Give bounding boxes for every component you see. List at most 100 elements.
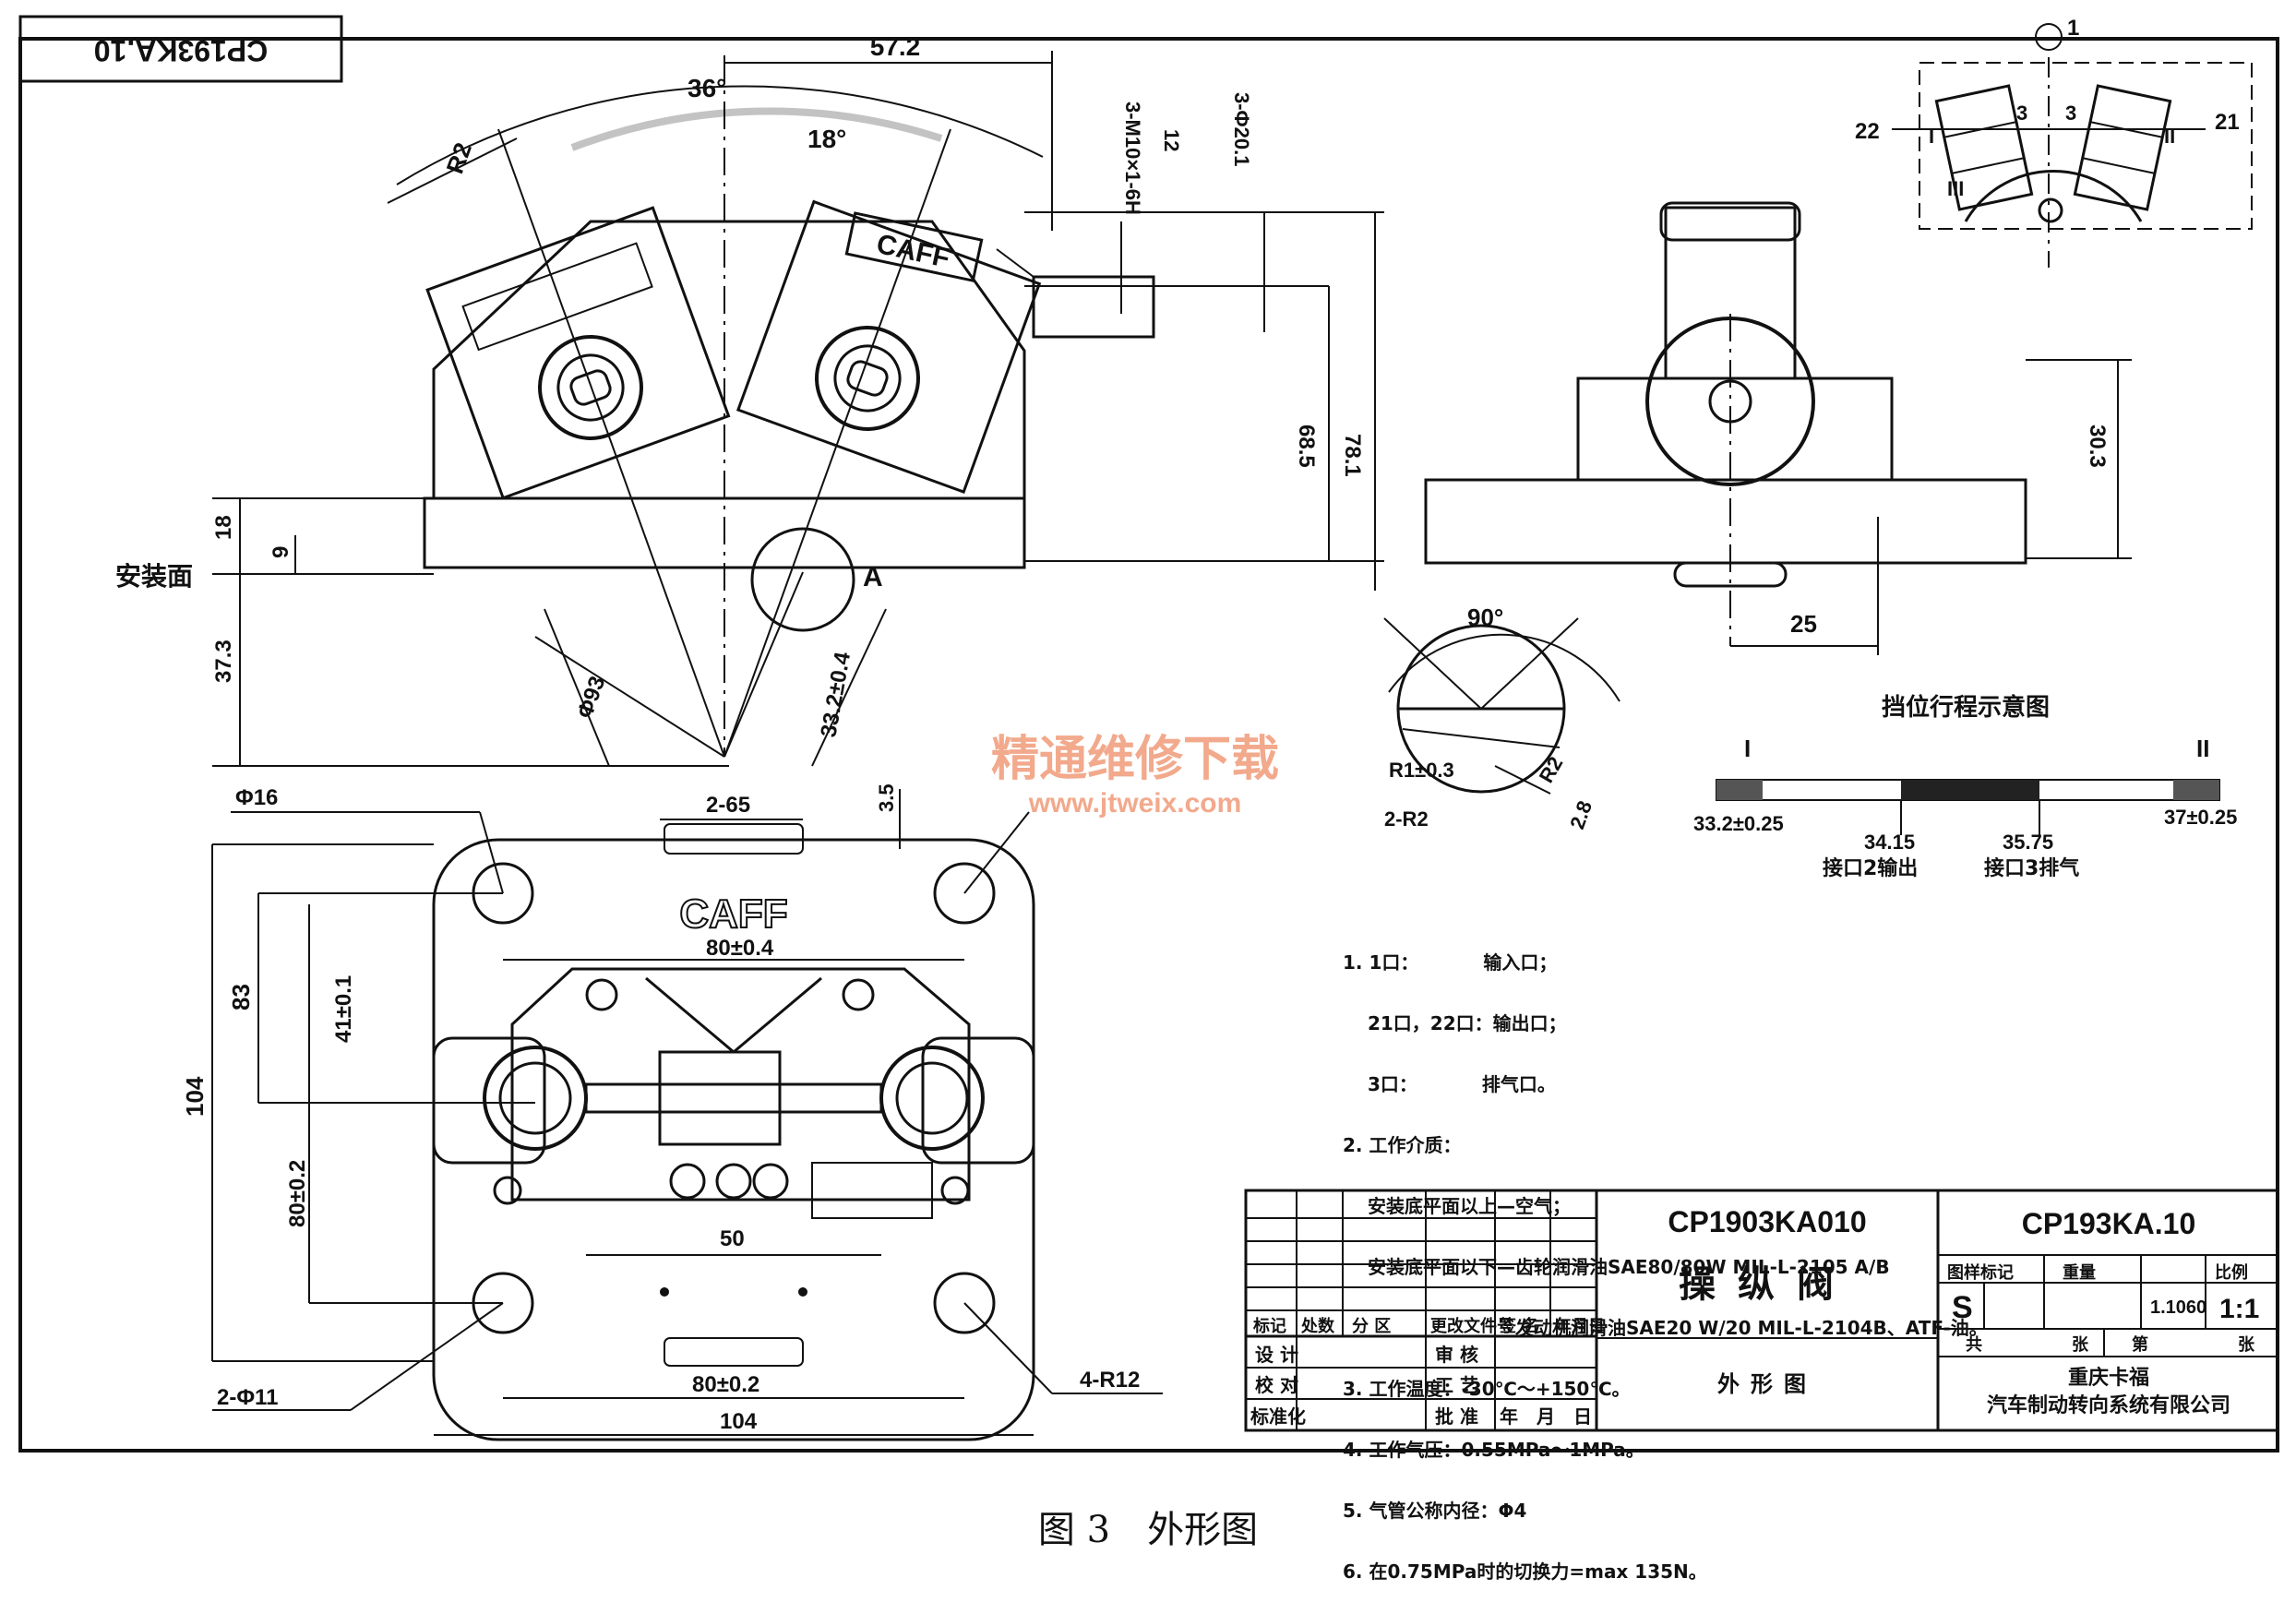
tb-company1: 重庆卡福 [2068, 1366, 2149, 1390]
radii-label: 4-R12 [1080, 1368, 1140, 1393]
stroke-right-value: 37±0.25 [2164, 806, 2237, 829]
tb-company2: 汽车制动转向系统有限公司 [1987, 1393, 2230, 1417]
drawing-border [18, 37, 2279, 1453]
holes-label: 2-Φ11 [217, 1385, 278, 1410]
technical-notes: 1. 1口： 输入口； 21口，22口：输出口； 3口： 排气口。 2. 工作介… [1343, 912, 2266, 1602]
mount-face-label: 安装面 [115, 561, 193, 592]
tb-page2: 张 [2238, 1335, 2255, 1355]
tb-date: 年 月 日 [1500, 1405, 1592, 1428]
tb-sheet: 共 [1966, 1335, 1982, 1355]
tb-hdr-weight: 重量 [2063, 1262, 2096, 1283]
bore-label: Φ16 [235, 785, 278, 810]
detail-a-marker [750, 527, 855, 632]
h-37-3-label: 37.3 [211, 640, 236, 683]
w-80-bot-label: 80±0.2 [692, 1372, 759, 1397]
rev-hdr-zone: 分 区 [1352, 1317, 1391, 1336]
detail-a-r1: R1±0.3 [1389, 759, 1454, 782]
top-view: CAFF A 36° 18° 57.2 R2 3-M10×1-6H 12 3-Φ… [115, 32, 1384, 767]
tb-part-no: CP1903KA010 [1668, 1205, 1866, 1238]
thread-label: 3-M10×1-6H [1121, 102, 1144, 215]
bottom-view-caff-label: CAFF [679, 891, 787, 937]
h-41-label: 41±0.1 [331, 975, 356, 1043]
note-line: 安装底平面以上—空气； [1343, 1195, 1571, 1217]
tb-drawing-type: 外形图 [1717, 1371, 1817, 1397]
stroke-title: 挡位行程示意图 [1882, 693, 2050, 722]
stroke-bar-right [2173, 780, 2219, 800]
width-57-2-label: 57.2 [870, 32, 921, 61]
tb-scale: 1:1 [2219, 1294, 2259, 1324]
sch-label-3b: 3 [2065, 102, 2076, 125]
w-2-65-label: 2-65 [706, 793, 750, 818]
h-68-5-label: 68.5 [1294, 424, 1319, 468]
tb-design: 设 计 [1255, 1344, 1298, 1366]
d-33-2-label: 33.2±0.4 [816, 650, 855, 739]
tb-weight: 1.1060 [2150, 1297, 2206, 1318]
rev-hdr-count: 处数 [1300, 1316, 1335, 1336]
detail-a-2r2: 2-R2 [1384, 807, 1429, 831]
tb-stage: S [1952, 1290, 1973, 1325]
stroke-bar-left [1716, 780, 1763, 800]
tb-review: 审 核 [1435, 1344, 1478, 1366]
tb-process: 工 艺 [1435, 1374, 1478, 1396]
angle-36-label: 36° [688, 74, 726, 102]
depth-label: 12 [1160, 129, 1183, 151]
note-line: 2. 工作介质： [1343, 1134, 1462, 1156]
mount-hole-tr [933, 862, 996, 925]
detail-a-2-8: 2.8 [1565, 797, 1596, 831]
tb-sheet2: 张 [2072, 1335, 2089, 1355]
port-1-label: 1 [2067, 16, 2079, 41]
stroke-mid2: 35.75 [2003, 831, 2053, 854]
ports-label: 3-Φ20.1 [1230, 92, 1253, 166]
h-104-label: 104 [181, 1076, 209, 1117]
tb-page: 第 [2132, 1334, 2148, 1355]
watermark-url: www.jtweix.com [1028, 788, 1242, 819]
detail-a-r2: R2 [1535, 753, 1568, 787]
note-line: 发动机润滑油SAE20 W/20 MIL-L-2104B、ATF-油。 [1343, 1317, 1988, 1339]
mount-hole-br [933, 1272, 996, 1334]
stroke-label1: 接口2输出 [1823, 856, 1918, 880]
sch-label-II: II [2164, 125, 2175, 148]
w-25-label: 25 [1790, 610, 1817, 638]
watermark-cn: 精通维修下载 [991, 732, 1279, 787]
d-93-label: Φ93 [572, 673, 610, 722]
port-21-label: 21 [2215, 110, 2240, 135]
sch-label-III: III [1947, 177, 1964, 200]
tb-drawing-no: CP193KA.10 [2022, 1207, 2196, 1240]
stroke-diagram: 挡位行程示意图 I II 33.2±0.25 37±0.25 34.15 35.… [1693, 693, 2237, 880]
figure-caption: 图 3 外形图 [1037, 1509, 1259, 1551]
side-view: 30.3 25 [1424, 201, 2132, 655]
h-9-label: 9 [269, 546, 293, 558]
tb-hdr-scale: 比例 [2215, 1262, 2248, 1283]
stroke-bar-mid [1901, 780, 2039, 800]
detail-a: 90° R1±0.3 2-R2 R2 2.8 [1383, 604, 1620, 832]
note-line: 6. 在0.75MPa时的切换力=max 135N。 [1343, 1560, 1707, 1583]
title-block: 标记 处数 分 区 更改文件号 签 名 年月日 设 计 校 对 标准化 审 核 … [1244, 1189, 2279, 1432]
h-18-label: 18 [211, 515, 236, 540]
detail-a-angle: 90° [1467, 604, 1503, 631]
stroke-mid1: 34.15 [1864, 831, 1915, 854]
stroke-left-value: 33.2±0.25 [1693, 812, 1784, 835]
note-line: 21口，22口：输出口； [1343, 1012, 1567, 1034]
port-22-label: 22 [1855, 119, 1880, 144]
d-3-5-label: 3.5 [875, 783, 898, 812]
sch-label-I: I [1929, 125, 1934, 148]
w-50-label: 50 [720, 1226, 745, 1251]
w-104-label: 104 [720, 1409, 758, 1434]
tb-approve: 批 准 [1435, 1405, 1478, 1428]
h-30-3-label: 30.3 [2085, 424, 2110, 468]
note-line: 1. 1口： 输入口； [1343, 951, 1558, 974]
w-80-top-label: 80±0.4 [706, 936, 774, 961]
schematic-symbol: 1 22 21 3 3 I II III [1855, 16, 2253, 268]
sch-label-3a: 3 [2016, 102, 2027, 125]
note-line: 5. 气管公称内径：Φ4 [1343, 1500, 1527, 1522]
stroke-right-mark: II [2196, 735, 2209, 762]
drawing-canvas: CP193KA.10 CAFF [18, 15, 2279, 1453]
angle-18-label: 18° [807, 125, 846, 153]
detail-a-tag: A [863, 562, 883, 592]
rev-hdr-date: 年月日 [1555, 1316, 1605, 1336]
tb-name: 操纵阀 [1679, 1263, 1856, 1306]
bottom-view: CAFF 104 83 41±0.1 80±0. [181, 783, 1163, 1441]
note-line: 安装底平面以下—齿轮润滑油SAE80/80W MIL-L-2105 A/B [1343, 1256, 1890, 1278]
note-line: 3. 工作温度：-30℃～+150℃。 [1343, 1378, 1631, 1400]
rev-hdr-doc: 更改文件号 [1430, 1316, 1513, 1336]
